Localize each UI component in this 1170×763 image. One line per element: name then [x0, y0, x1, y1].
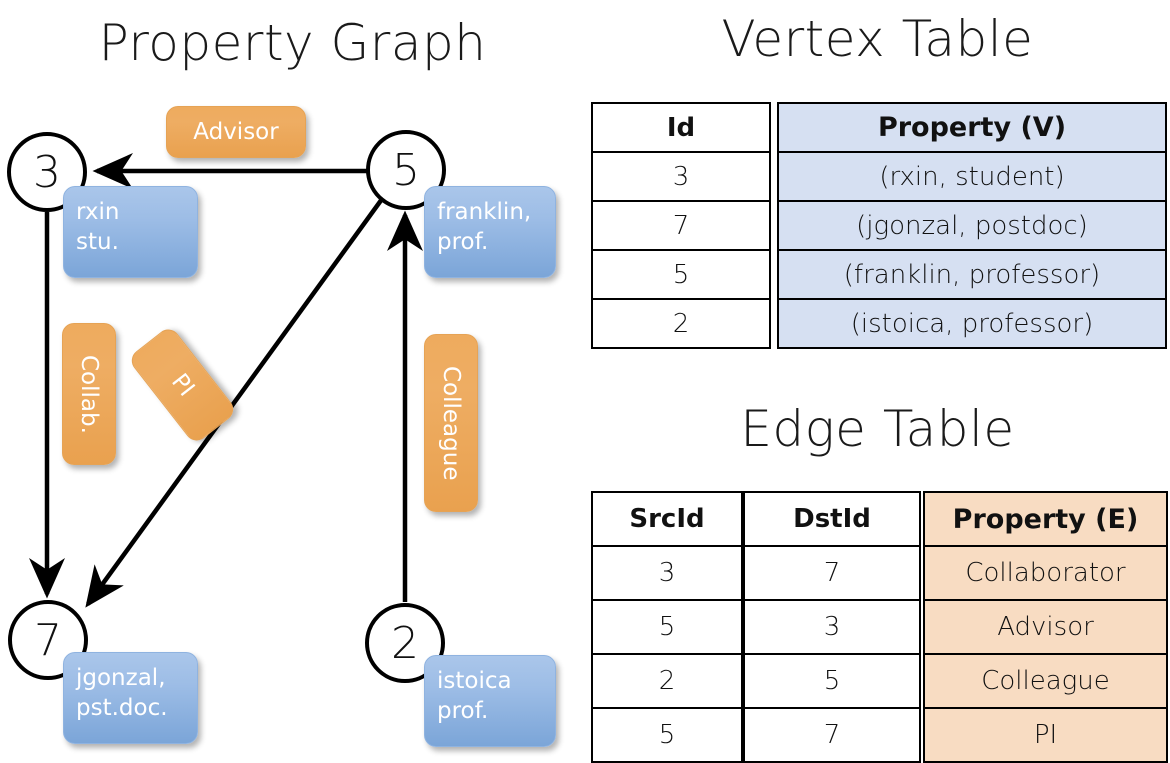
- table-row[interactable]: Colleague: [923, 653, 1168, 709]
- table-row[interactable]: 7: [743, 707, 921, 763]
- vertex-property-box-7: jgonzal, pst.doc.: [63, 652, 198, 744]
- vertex-table-id-column: Id 3 7 5 2: [591, 102, 771, 349]
- table-row[interactable]: 5: [591, 599, 743, 655]
- table-row[interactable]: 7: [591, 200, 771, 251]
- vertex-property-box-3: rxin stu.: [63, 186, 198, 278]
- vertex-cell-property: (istoica, professor): [777, 298, 1167, 349]
- edge-label-box-advisor: Advisor: [166, 106, 306, 158]
- edge-arrow-5-to-7: [85, 197, 384, 608]
- table-row[interactable]: (rxin, student): [777, 151, 1167, 202]
- table-header-row: Property (V): [777, 102, 1167, 153]
- graph-node-2-label: 2: [391, 617, 419, 669]
- table-row[interactable]: (istoica, professor): [777, 298, 1167, 349]
- graph-node-7-label: 7: [34, 614, 62, 666]
- edge-cell-dstid: 7: [743, 545, 921, 601]
- vertex-property-box-2: istoica prof.: [424, 655, 556, 747]
- edge-table-srcid-column: SrcId 3 5 2 5: [591, 491, 743, 763]
- page-title-vertex-table: Vertex Table: [721, 10, 1034, 68]
- edge-cell-srcid: 2: [591, 653, 743, 709]
- table-row[interactable]: 5: [591, 249, 771, 300]
- edge-cell-property: PI: [923, 707, 1168, 763]
- edge-label-box-collab: Collab.: [62, 323, 116, 465]
- edge-table-property-column: Property (E) Collaborator Advisor Collea…: [923, 491, 1168, 763]
- vertex-cell-id: 3: [591, 151, 771, 202]
- table-row[interactable]: (franklin, professor): [777, 249, 1167, 300]
- vertex-cell-property: (franklin, professor): [777, 249, 1167, 300]
- table-row[interactable]: 2: [591, 653, 743, 709]
- table-row[interactable]: Advisor: [923, 599, 1168, 655]
- edge-cell-dstid: 5: [743, 653, 921, 709]
- edge-cell-property: Colleague: [923, 653, 1168, 709]
- property-graph-diagram: 3 5 7 2 rxin stu. franklin, prof. jgonza…: [0, 0, 585, 760]
- vertex-cell-id: 5: [591, 249, 771, 300]
- table-row[interactable]: 3: [591, 545, 743, 601]
- vertex-cell-property: (jgonzal, postdoc): [777, 200, 1167, 251]
- graph-edges-svg: [29, 153, 423, 608]
- table-row[interactable]: 3: [591, 151, 771, 202]
- vertex-header-id: Id: [591, 102, 771, 153]
- table-row[interactable]: Collaborator: [923, 545, 1168, 601]
- graph-node-5-label: 5: [392, 144, 420, 196]
- table-header-row: Id: [591, 102, 771, 153]
- edge-header-dstid: DstId: [743, 491, 921, 547]
- edge-cell-srcid: 5: [591, 599, 743, 655]
- table-row[interactable]: 5: [743, 653, 921, 709]
- edge-cell-dstid: 3: [743, 599, 921, 655]
- vertex-table-property-column: Property (V) (rxin, student) (jgonzal, p…: [777, 102, 1167, 349]
- page-title-property-graph: Property Graph: [98, 14, 487, 72]
- edge-cell-property: Advisor: [923, 599, 1168, 655]
- graph-node-2[interactable]: 2: [365, 603, 445, 683]
- edge-label-box-colleague: Colleague: [424, 334, 478, 512]
- edge-cell-dstid: 7: [743, 707, 921, 763]
- table-row[interactable]: (jgonzal, postdoc): [777, 200, 1167, 251]
- page-title-edge-table: Edge Table: [740, 400, 1015, 458]
- table-header-row: Property (E): [923, 491, 1168, 547]
- table-header-row: DstId: [743, 491, 921, 547]
- edge-cell-srcid: 5: [591, 707, 743, 763]
- graph-node-3-label: 3: [33, 146, 61, 198]
- edge-cell-property: Collaborator: [923, 545, 1168, 601]
- vertex-property-box-5: franklin, prof.: [424, 186, 556, 278]
- vertex-cell-id: 2: [591, 298, 771, 349]
- table-row[interactable]: 3: [743, 599, 921, 655]
- table-header-row: SrcId: [591, 491, 743, 547]
- table-row[interactable]: 5: [591, 707, 743, 763]
- graph-node-5[interactable]: 5: [366, 130, 446, 210]
- table-row[interactable]: 2: [591, 298, 771, 349]
- vertex-cell-property: (rxin, student): [777, 151, 1167, 202]
- edge-cell-srcid: 3: [591, 545, 743, 601]
- table-row[interactable]: PI: [923, 707, 1168, 763]
- vertex-header-property: Property (V): [777, 102, 1167, 153]
- edge-header-property: Property (E): [923, 491, 1168, 547]
- vertex-cell-id: 7: [591, 200, 771, 251]
- edge-table-dstid-column: DstId 7 3 5 7: [743, 491, 921, 763]
- table-row[interactable]: 7: [743, 545, 921, 601]
- edge-header-srcid: SrcId: [591, 491, 743, 547]
